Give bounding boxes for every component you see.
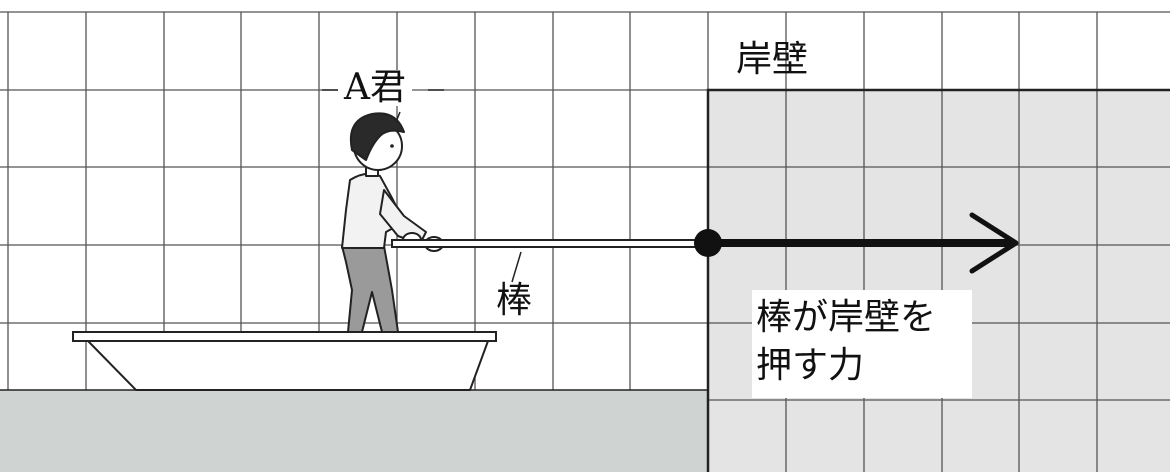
contact-point <box>694 229 722 257</box>
rod-label-leader <box>511 251 522 283</box>
person-pants <box>341 245 399 333</box>
quay-wall-label: 岸壁 <box>736 39 809 80</box>
boat <box>72 331 497 391</box>
force-label-line-1: 棒が岸壁を <box>756 297 937 338</box>
water-surface <box>0 390 708 472</box>
force-label: 棒が岸壁を 押す力 <box>752 290 972 398</box>
force-label-line-2: 押す力 <box>756 345 865 386</box>
quay-wall-outline <box>706 88 1170 472</box>
quay-wall <box>708 90 1170 472</box>
person-hair <box>350 112 405 161</box>
person-label: A君 <box>338 70 412 106</box>
force-arrow-head <box>969 212 1019 274</box>
rod <box>391 239 711 248</box>
person-a-figure <box>341 111 444 333</box>
rod-label: 棒 <box>492 283 537 319</box>
